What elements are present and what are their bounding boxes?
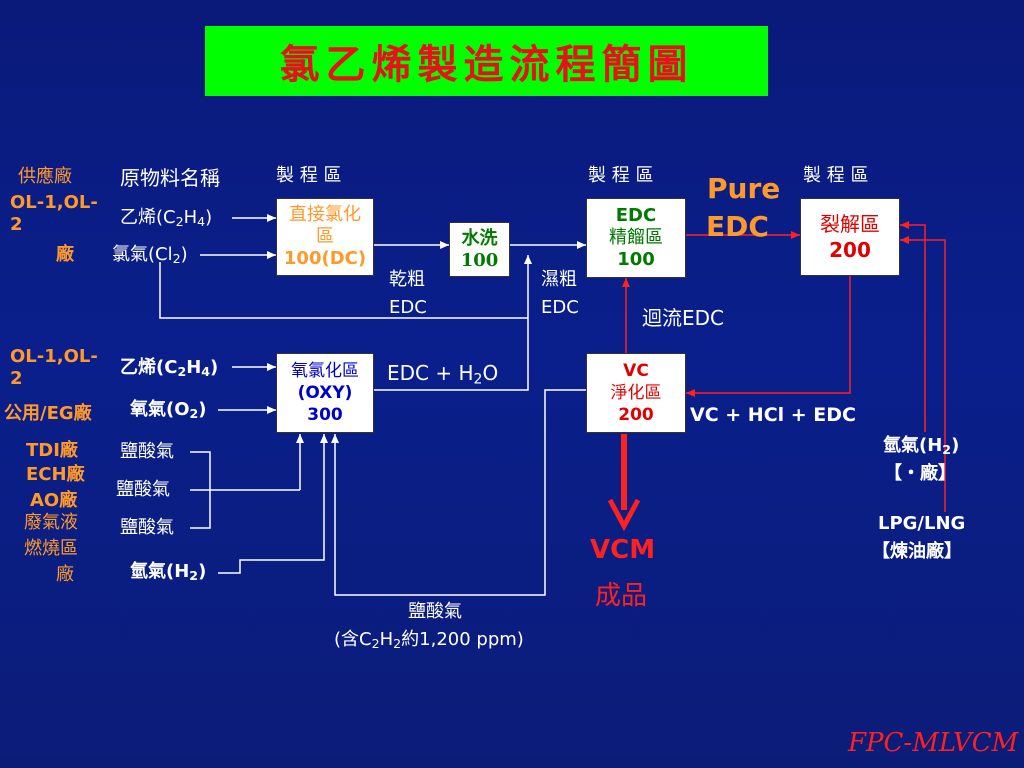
supplier-ech: ECH廠 (26, 464, 85, 485)
header-process-area-1: 製 程 區 (276, 165, 342, 186)
label-pure-1: Pure (707, 172, 781, 205)
edc-label-2: 精餾區 (609, 227, 663, 248)
vc-label-2: 淨化區 (610, 383, 662, 403)
box-direct-chlorination: 直接氯化 區 100(DC) (276, 198, 374, 276)
material-chlorine: 氯氣(Cl2) (112, 244, 188, 267)
crack-label-2: 200 (829, 238, 871, 262)
edc-label-3: 100 (617, 249, 655, 270)
footer-code: FPC-MLVCM (848, 728, 1019, 758)
label-vc-hcl-edc: VC + HCl + EDC (690, 404, 856, 426)
box-vc-purification: VC 淨化區 200 (586, 353, 686, 433)
supplier-waste-2: 燃燒區 (24, 538, 78, 559)
crack-label-1: 裂解區 (820, 212, 880, 236)
supplier-ao: AO廠 (30, 490, 78, 511)
supplier-tdi: TDI廠 (26, 440, 78, 461)
box-water-wash: 水洗 100 (449, 222, 510, 277)
material-hcl-3: 鹽酸氣 (120, 517, 174, 538)
line-hydrogen-oxy (218, 434, 328, 574)
material-hcl-1: 鹽酸氣 (120, 441, 174, 462)
wash-label-1: 水洗 (461, 227, 498, 249)
title-banner: 氯乙烯製造流程簡圖 (205, 26, 768, 96)
dc-label-2: 區 (316, 226, 334, 247)
line-lpg-crack (900, 236, 946, 512)
oxy-label-2: (OXY) (297, 383, 353, 403)
label-h2-source: 【・廠】 (884, 463, 956, 484)
edc-label-1: EDC (615, 205, 657, 226)
supplier-utility-eg: 公用/EG廠 (4, 403, 92, 424)
supplier-waste-1: 廢氣液 (24, 512, 78, 533)
label-pure-2: EDC (706, 210, 769, 243)
material-hydrogen: 氫氣(H2) (130, 561, 207, 584)
label-wet-crude-2: EDC (541, 297, 579, 318)
label-vcm: VCM (590, 535, 656, 565)
header-process-area-3: 製 程 區 (803, 165, 869, 186)
label-wet-crude-1: 濕粗 (541, 269, 577, 290)
label-lpg: LPG/LNG (878, 513, 966, 534)
dc-label-1: 直接氯化 (289, 204, 361, 225)
label-vcm-product: 成品 (595, 581, 648, 611)
wash-label-2: 100 (460, 249, 499, 271)
label-hcl-return-2: (含C2H2約1,200 ppm) (334, 629, 524, 652)
header-supplier: 供應廠 (18, 166, 72, 187)
vc-label-1: VC (623, 361, 649, 381)
label-h2-out: 氫氣(H2) (883, 435, 960, 458)
material-ethylene-2: 乙烯(C2H4) (120, 357, 219, 380)
supplier-ol-1-plant: 廠 (56, 244, 74, 265)
vcm-output-arrow (607, 434, 641, 532)
line-hcl-return (331, 389, 586, 596)
label-dry-crude-1: 乾粗 (389, 269, 425, 290)
label-dry-crude-2: EDC (389, 297, 427, 318)
page-title: 氯乙烯製造流程簡圖 (279, 41, 694, 88)
label-lpg-source: 【煉油廠】 (872, 541, 962, 562)
material-hcl-2: 鹽酸氣 (116, 479, 170, 500)
line-h2-crack (900, 221, 926, 432)
label-edc-h2o: EDC + H2O (387, 361, 499, 388)
box-edc-distillation: EDC 精餾區 100 (586, 198, 686, 278)
box-cracking: 裂解區 200 (800, 198, 900, 276)
oxy-label-3: 300 (307, 405, 343, 425)
supplier-waste-3: 廠 (56, 564, 74, 585)
line-chlorine-branch (159, 262, 528, 319)
box-oxychlorination: 氧氯化區 (OXY) 300 (276, 353, 374, 433)
material-oxygen: 氧氣(O2) (130, 399, 207, 422)
dc-label-3: 100(DC) (283, 248, 367, 269)
oxy-label-1: 氧氯化區 (291, 361, 359, 381)
vc-label-3: 200 (618, 405, 654, 425)
header-process-area-2: 製 程 區 (588, 165, 654, 186)
line-oxy-wetcrude (374, 255, 532, 391)
label-reflux-edc: 迴流EDC (642, 306, 725, 330)
material-ethylene-1: 乙烯(C2H4) (120, 207, 213, 230)
supplier-ol-1: OL-1,OL-2 (10, 192, 98, 235)
line-crack-vc (686, 275, 851, 397)
supplier-ol-2: OL-1,OL-2 (10, 346, 98, 389)
label-hcl-return-1: 鹽酸氣 (408, 601, 462, 622)
header-raw-material: 原物料名稱 (120, 166, 220, 190)
